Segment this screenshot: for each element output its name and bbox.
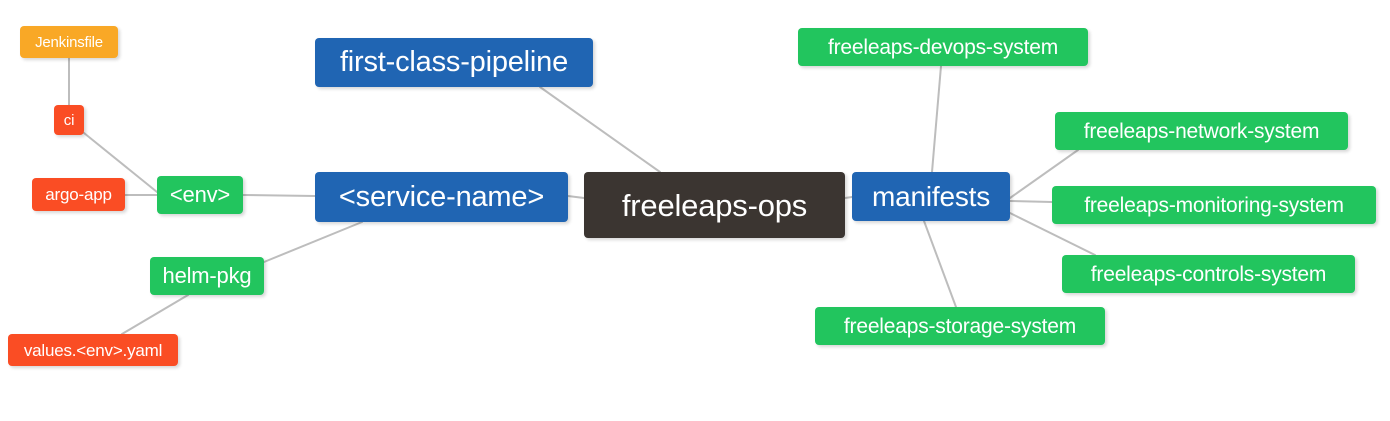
node-ci[interactable]: ci — [54, 105, 84, 135]
node-values-yaml[interactable]: values.<env>.yaml — [8, 334, 178, 366]
edge-freeleaps-ops-to-manifests — [844, 196, 853, 199]
node-manifests[interactable]: manifests — [852, 172, 1010, 221]
node-label: helm-pkg — [162, 263, 252, 288]
node-env[interactable]: <env> — [157, 176, 243, 214]
node-service-name[interactable]: <service-name> — [315, 172, 568, 222]
node-label: manifests — [871, 180, 991, 212]
node-freeleaps-devops-system[interactable]: freeleaps-devops-system — [798, 28, 1088, 66]
edge-service-name-to-freeleaps-ops — [567, 195, 585, 199]
node-label: values.<env>.yaml — [23, 340, 163, 360]
node-label: <env> — [169, 182, 231, 207]
edge-manifests-to-freeleaps-monitoring-system — [1009, 200, 1053, 203]
edge-manifests-to-freeleaps-storage-system — [923, 220, 957, 308]
node-label: first-class-pipeline — [339, 46, 569, 78]
node-label: argo-app — [45, 185, 112, 204]
node-freeleaps-ops[interactable]: freeleaps-ops — [584, 172, 845, 238]
node-label: ci — [63, 111, 75, 129]
node-helm-pkg[interactable]: helm-pkg — [150, 257, 264, 295]
edge-service-name-to-helm-pkg — [263, 221, 363, 263]
node-freeleaps-network-system[interactable]: freeleaps-network-system — [1055, 112, 1348, 150]
node-label: freeleaps-storage-system — [843, 314, 1077, 338]
node-freeleaps-monitoring-system[interactable]: freeleaps-monitoring-system — [1052, 186, 1376, 224]
node-freeleaps-storage-system[interactable]: freeleaps-storage-system — [815, 307, 1105, 345]
node-label: freeleaps-network-system — [1083, 119, 1320, 143]
node-freeleaps-controls-system[interactable]: freeleaps-controls-system — [1062, 255, 1355, 293]
edge-manifests-to-freeleaps-devops-system — [931, 65, 942, 173]
node-first-class-pipeline[interactable]: first-class-pipeline — [315, 38, 593, 87]
edge-helm-pkg-to-values-yaml — [121, 294, 189, 335]
node-label: Jenkinsfile — [35, 33, 103, 51]
node-jenkinsfile[interactable]: Jenkinsfile — [20, 26, 118, 58]
node-label: <service-name> — [338, 180, 545, 213]
node-label: freeleaps-devops-system — [828, 35, 1058, 59]
node-label: freeleaps-monitoring-system — [1084, 193, 1344, 217]
node-argo-app[interactable]: argo-app — [32, 178, 125, 211]
node-label: freeleaps-controls-system — [1090, 262, 1327, 286]
edge-first-class-pipeline-to-freeleaps-ops — [539, 86, 661, 173]
edge-env-to-service-name — [242, 194, 316, 197]
node-label: freeleaps-ops — [621, 187, 808, 223]
